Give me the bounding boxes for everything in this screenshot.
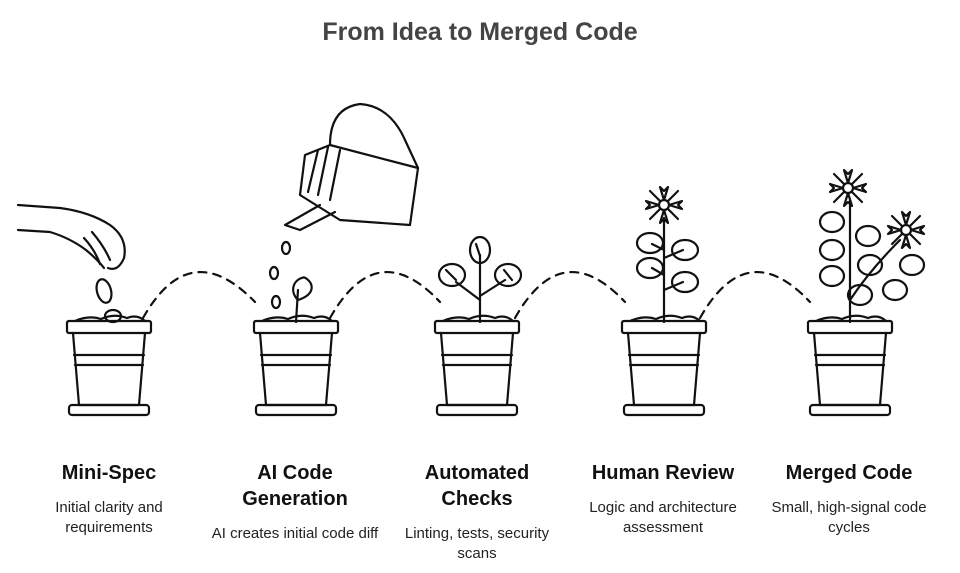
connector-3-4 — [513, 271, 627, 320]
stage-title: Mini-Spec — [61, 462, 157, 484]
stage-title: AI Code Generation — [242, 462, 348, 510]
stage-mini-spec: Mini-Spec Initial clarity and requiremen… — [24, 460, 194, 538]
connector-2-3 — [328, 271, 442, 320]
stage-description: Logic and architecture assessment — [589, 499, 737, 536]
connector-4-5 — [698, 271, 812, 320]
seedling-icon — [433, 235, 523, 417]
stage-description: Linting, tests, security scans — [404, 525, 550, 562]
stage-title: Human Review — [591, 462, 735, 484]
stage-description: Initial clarity and requirements — [55, 499, 163, 536]
stage-title: Merged Code — [785, 462, 913, 484]
stage-automated-checks: Automated Checks Linting, tests, securit… — [392, 460, 562, 564]
stage-merged-code: Merged Code Small, high-signal code cycl… — [764, 460, 934, 538]
page-title: From Idea to Merged Code — [322, 18, 638, 46]
hand-planting-seed-icon — [16, 203, 153, 417]
full-bloom-plant-icon — [806, 168, 926, 417]
flowering-plant-icon — [620, 185, 708, 417]
stage-ai-code-generation: AI Code Generation AI creates initial co… — [210, 460, 380, 544]
stage-connectors — [141, 271, 812, 320]
watering-can-sprout-icon — [252, 102, 420, 417]
stage-human-review: Human Review Logic and architecture asse… — [578, 460, 748, 538]
stage-description: AI creates initial code diff — [211, 525, 379, 542]
stage-description: Small, high-signal code cycles — [771, 499, 927, 536]
stage-title: Automated Checks — [424, 462, 530, 510]
connector-1-2 — [141, 271, 257, 320]
